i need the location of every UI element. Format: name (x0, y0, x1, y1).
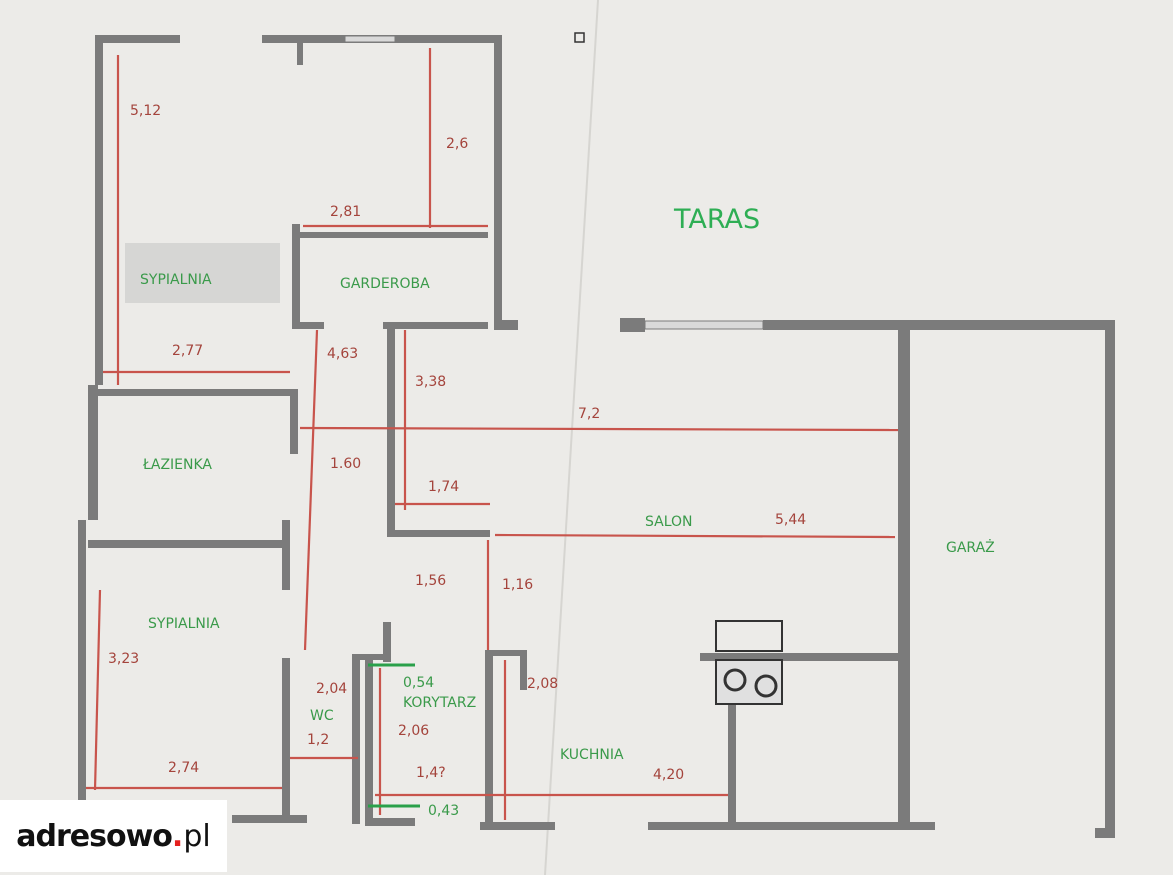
wall-wardrobe-bottom-r (383, 322, 488, 329)
dim-label-green: 0,43 (428, 803, 459, 819)
room-label-living: SALON (645, 514, 693, 530)
dim-label: 2,81 (330, 204, 361, 220)
room-label-bedroom-1: SYPIALNIA (140, 272, 212, 288)
wall-kitchen-top (485, 650, 523, 656)
wall-wardrobe-top (292, 232, 488, 238)
salon-window (644, 320, 764, 330)
wall-bottom-4 (648, 822, 935, 830)
label-patch (125, 243, 280, 303)
wall-garage-right (1105, 320, 1115, 838)
wall-left-upper (95, 35, 103, 385)
room-label-garage: GARAŻ (946, 538, 995, 556)
dim-label: 1,56 (415, 573, 446, 589)
walls (78, 35, 1115, 838)
dim-label: 7,2 (578, 406, 600, 422)
dim-label: 2,77 (172, 343, 203, 359)
dim-label: 1,4? (416, 765, 446, 781)
wall-right-upper-foot (494, 320, 518, 330)
wall-kitchen-left (485, 650, 493, 825)
wall-wardrobe-left (292, 224, 300, 329)
wall-bottom-2 (365, 818, 415, 826)
wall-left-window (88, 385, 98, 520)
wall-kitchen-inner (728, 700, 736, 825)
wall-wardrobe-bottom-l (292, 322, 324, 329)
dim-label: 3,23 (108, 651, 139, 667)
dim-label: 1,2 (307, 732, 329, 748)
wall-bath-bottom (88, 540, 288, 548)
wall-kitchen-stub (520, 650, 527, 690)
room-label-corridor: KORYTARZ (403, 695, 476, 711)
wall-bottom-3 (480, 822, 555, 830)
wall-garage-left (898, 330, 910, 825)
room-label-wardrobe: GARDEROBA (340, 276, 430, 292)
dim-label-green: 0,54 (403, 675, 434, 691)
room-label-wc: WC (310, 708, 334, 724)
dim-label: 4,20 (653, 767, 684, 783)
wall-bath-top (98, 389, 298, 396)
wall-right-upper (494, 35, 502, 330)
wall-salon-top-r (763, 320, 1113, 330)
green-marks (368, 663, 420, 808)
wall-wc-right (352, 654, 360, 824)
dim-label: 2,08 (527, 676, 558, 692)
watermark-logo: adresowo.pl (0, 800, 227, 872)
dim-label: 4,63 (327, 346, 358, 362)
watermark-dot: . (171, 818, 184, 854)
wall-cor-inner (365, 660, 373, 820)
wall-wc-top (352, 654, 390, 660)
wall-cor-stub (383, 622, 391, 662)
dim-label: 1.60 (330, 456, 361, 472)
wall-bed2-right-top (282, 520, 290, 590)
room-label-kitchen: KUCHNIA (560, 747, 624, 763)
dim-label: 5,12 (130, 103, 161, 119)
wall-pantry-bottom (387, 530, 490, 537)
wall-wc-left (282, 658, 290, 818)
room-label-bathroom: ŁAZIENKA (142, 457, 212, 473)
wall-pantry-left (387, 325, 395, 535)
paper-fold (544, 0, 599, 875)
watermark-brand: adresowo (16, 818, 173, 854)
top-window (344, 35, 396, 43)
dim-label: 2,06 (398, 723, 429, 739)
dim-label: 1,74 (428, 479, 459, 495)
dim-label: 3,38 (415, 374, 446, 390)
dim-label: 1,16 (502, 577, 533, 593)
wall-top-left (95, 35, 180, 43)
wall-left-lower (78, 520, 86, 800)
watermark-tld: pl (183, 818, 211, 854)
wall-bottom-1 (232, 815, 307, 823)
wall-stub (297, 43, 303, 65)
terrace-label: TARAS (673, 204, 760, 235)
room-label-bedroom-2: SYPIALNIA (148, 616, 220, 632)
dim-label: 2,74 (168, 760, 199, 776)
wall-salon-top-l (620, 318, 645, 332)
dim-label: 2,6 (446, 136, 468, 152)
wall-garage-foot (1095, 828, 1115, 838)
wall-bath-right (290, 389, 298, 454)
wall-kitchen-shelf (700, 653, 900, 661)
washer-icon (715, 620, 783, 705)
corner-mark-icon (574, 32, 585, 43)
dim-label: 5,44 (775, 512, 806, 528)
dim-label: 2,04 (316, 681, 347, 697)
measurement-lines (86, 48, 899, 820)
